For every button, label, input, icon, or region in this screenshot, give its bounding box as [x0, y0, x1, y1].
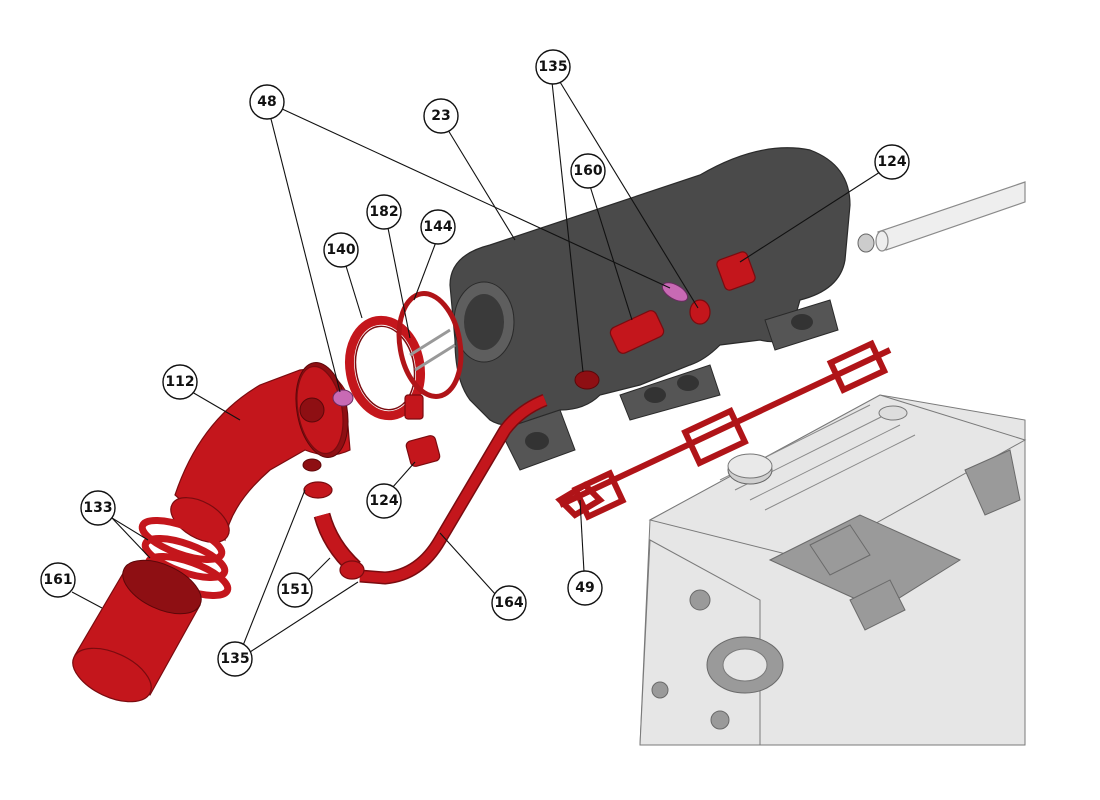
callout-164-label: 164 [494, 595, 523, 611]
callout-135-bottom: 135 [217, 641, 253, 677]
callout-112-label: 112 [165, 374, 194, 390]
small-hose [303, 481, 365, 580]
callout-164: 164 [491, 585, 527, 621]
stud-bolts [332, 328, 456, 407]
manifold-gasket [555, 339, 892, 521]
callout-48-label: 48 [257, 94, 276, 110]
callout-182-label: 182 [369, 204, 398, 220]
exhaust-hose [72, 559, 202, 703]
callout-140: 140 [323, 232, 359, 268]
callout-135-bottom-label: 135 [220, 651, 249, 667]
elbow-fitting [405, 435, 441, 467]
manifold-fittings [574, 251, 756, 390]
callout-140-label: 140 [326, 242, 355, 258]
callout-144: 144 [420, 209, 456, 245]
callout-133-label: 133 [83, 500, 112, 516]
callout-49: 49 [567, 570, 603, 606]
callout-161-label: 161 [43, 572, 72, 588]
callout-112: 112 [162, 364, 198, 400]
callout-124-mid-label: 124 [369, 493, 398, 509]
callout-135-top-label: 135 [538, 59, 567, 75]
callout-124-top: 124 [874, 144, 910, 180]
drain-tube [359, 393, 548, 585]
exhaust-manifold [449, 147, 851, 471]
callout-48: 48 [249, 84, 285, 120]
callout-133: 133 [80, 490, 116, 526]
exhaust-elbow [170, 362, 351, 543]
callout-151: 151 [277, 572, 313, 608]
leader-lines [71, 81, 881, 653]
callout-182: 182 [366, 194, 402, 230]
engine-block [639, 394, 1027, 746]
callout-23: 23 [423, 98, 459, 134]
water-hose [824, 181, 1026, 275]
callout-151-label: 151 [280, 582, 309, 598]
callout-144-label: 144 [423, 219, 452, 235]
callout-124-top-label: 124 [877, 154, 906, 170]
v-band-clamp [345, 315, 425, 421]
callout-135-top: 135 [535, 49, 571, 85]
callout-124-mid: 124 [366, 483, 402, 519]
callout-161: 161 [40, 562, 76, 598]
callout-160: 160 [570, 153, 606, 189]
callout-160-label: 160 [573, 163, 602, 179]
callout-23-label: 23 [431, 108, 450, 124]
callout-49-label: 49 [575, 580, 594, 596]
flange-gasket [396, 291, 464, 399]
